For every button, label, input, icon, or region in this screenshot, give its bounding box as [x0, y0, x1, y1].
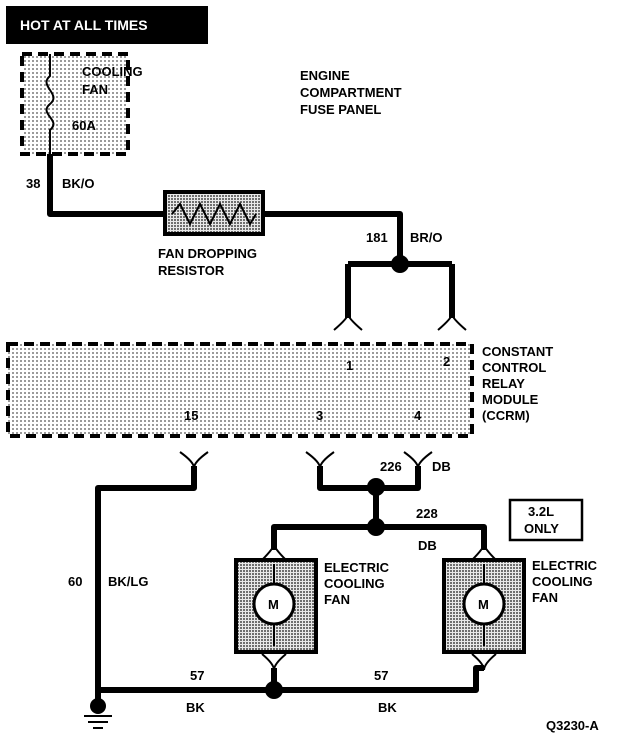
fan-right: M ELECTRIC COOLING FAN [442, 558, 598, 654]
motor-left-label: M [268, 597, 279, 612]
ccrm-line4: MODULE [482, 392, 539, 407]
resistor-line1: FAN DROPPING [158, 246, 257, 261]
wire-226-circuit: 226 [380, 459, 402, 474]
fan-right-line3: FAN [532, 590, 558, 605]
wire-181-color: BR/O [410, 230, 443, 245]
fuse-name-line1: COOLING [82, 64, 143, 79]
fuse-element-icon [45, 54, 55, 154]
fuse-panel-line2: COMPARTMENT [300, 85, 402, 100]
fan-dropping-resistor: FAN DROPPING RESISTOR [158, 190, 265, 278]
ccrm-line3: RELAY [482, 376, 525, 391]
connector-fan-right-top-icon [471, 543, 497, 561]
fan-left-line2: COOLING [324, 576, 385, 591]
connector-fan-left-top-icon [261, 543, 287, 561]
ccrm-line2: CONTROL [482, 360, 546, 375]
pin-4-label: 4 [414, 408, 422, 423]
pin-2-label: 2 [443, 354, 450, 369]
option-box: 3.2L ONLY [508, 498, 584, 542]
fan-left-line1: ELECTRIC [324, 560, 390, 575]
wire-181-circuit: 181 [366, 230, 388, 245]
fan-left: M ELECTRIC COOLING FAN [234, 558, 390, 654]
ground-icon [84, 698, 112, 729]
wire-228-color: DB [418, 538, 437, 553]
wire-57-left-circuit: 57 [190, 668, 204, 683]
wire-57 [95, 665, 484, 693]
option-line2: ONLY [524, 521, 559, 536]
ccrm-label: CONSTANT CONTROL RELAY MODULE (CCRM) [482, 344, 553, 423]
resistor-icon [171, 201, 257, 227]
ccrm-line1: CONSTANT [482, 344, 553, 359]
wire-60-color: BK/LG [108, 574, 148, 589]
pin-3-label: 3 [316, 408, 323, 423]
motor-left-icon [252, 582, 296, 626]
figure-id: Q3230-A [546, 718, 599, 733]
pin-1-label: 1 [346, 358, 353, 373]
header-bar: HOT AT ALL TIMES [6, 6, 208, 44]
fuse-panel-line1: ENGINE [300, 68, 350, 83]
resistor-line2: RESISTOR [158, 263, 225, 278]
ccrm-line5: (CCRM) [482, 408, 530, 423]
wire-57-right-color: BK [378, 700, 397, 715]
wire-226-color: DB [432, 459, 451, 474]
connector-pin3-icon [305, 451, 335, 469]
fuse-name-line2: FAN [82, 82, 108, 97]
motor-right-icon [462, 582, 506, 626]
wire-57-left-color: BK [186, 700, 205, 715]
wire-181 [263, 211, 403, 262]
fan-right-line2: COOLING [532, 574, 593, 589]
wire-38-color: BK/O [62, 176, 95, 191]
fuse-box: COOLING FAN 60A [20, 52, 143, 156]
wire-60 [95, 466, 197, 700]
fuse-panel-line3: FUSE PANEL [300, 102, 381, 117]
wire-38 [47, 154, 165, 217]
pin-15-label: 15 [184, 408, 198, 423]
fan-right-line1: ELECTRIC [532, 558, 598, 573]
connector-pin1-icon [333, 313, 363, 331]
wire-60-circuit: 60 [68, 574, 82, 589]
fuse-panel-label: ENGINE COMPARTMENT FUSE PANEL [300, 68, 402, 117]
header-text: HOT AT ALL TIMES [20, 17, 148, 33]
wire-228-circuit: 228 [416, 506, 438, 521]
wire-38-circuit: 38 [26, 176, 40, 191]
splice-57 [265, 681, 283, 699]
wire-57-right-circuit: 57 [374, 668, 388, 683]
wire-228 [271, 524, 487, 550]
ccrm-module: 1 2 15 3 4 [6, 342, 474, 438]
connector-pin15-icon [179, 451, 209, 469]
connector-fan-left-bottom-icon [261, 653, 287, 671]
motor-right-label: M [478, 597, 489, 612]
fan-left-line3: FAN [324, 592, 350, 607]
connector-pin4-icon [403, 451, 433, 469]
connector-pin2-icon [437, 313, 467, 331]
fuse-rating: 60A [72, 118, 96, 133]
option-line1: 3.2L [528, 504, 554, 519]
